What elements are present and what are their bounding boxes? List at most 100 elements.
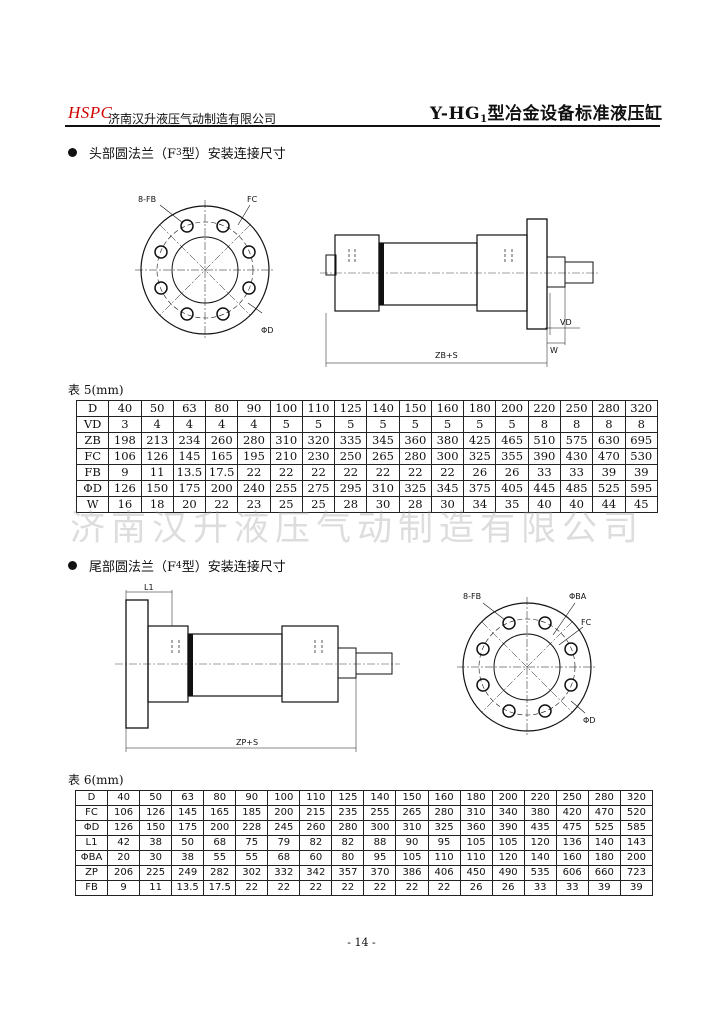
table-cell: 22 — [301, 464, 336, 481]
table-cell: 55 — [235, 850, 269, 866]
table-cell: 510 — [527, 432, 561, 449]
table-cell: 435 — [523, 820, 557, 836]
label-phi-d: ΦD — [583, 716, 595, 725]
table-cell: 140 — [366, 400, 400, 417]
table-cell: 80 — [331, 850, 365, 866]
table-cell: 325 — [427, 820, 461, 836]
table-cell: 8 — [592, 416, 626, 433]
table-cell: 95 — [363, 850, 397, 866]
table-cell: 88 — [363, 835, 397, 851]
table-cell: 260 — [299, 820, 333, 836]
table-cell: 26 — [491, 880, 525, 896]
table-cell: 63 — [171, 790, 205, 806]
label-zb-s: ZB+S — [435, 351, 458, 360]
table-cell: 255 — [363, 805, 397, 821]
table-cell: 150 — [139, 820, 173, 836]
table-cell: 380 — [430, 432, 465, 449]
table-cell: 4 — [237, 416, 271, 433]
table-cell: 390 — [527, 448, 561, 465]
table-cell: 126 — [140, 448, 174, 465]
table-cell: 22 — [237, 464, 271, 481]
table-cell: 80 — [205, 400, 239, 417]
table-cell: 11 — [140, 464, 174, 481]
table-cell: 220 — [523, 790, 557, 806]
table-cell: 320 — [619, 790, 654, 806]
table-cell: 445 — [527, 480, 561, 497]
table-cell: 39 — [587, 880, 621, 896]
table-cell: 39 — [624, 464, 659, 481]
table-cell: 300 — [430, 448, 465, 465]
table-cell: 16 — [108, 496, 142, 513]
company-name: 济南汉升液压气动制造有限公司 — [108, 112, 277, 126]
table-cell: 40 — [559, 496, 594, 513]
row-header-cell: ZP — [74, 865, 109, 881]
table-cell: 60 — [299, 850, 333, 866]
table-cell: 180 — [459, 790, 493, 806]
table-cell: 22 — [430, 464, 465, 481]
table-cell: 249 — [171, 865, 205, 881]
table-cell: 30 — [430, 496, 465, 513]
label-phi-ba: ΦBA — [569, 592, 587, 601]
table-cell: 45 — [624, 496, 659, 513]
table-cell: 213 — [140, 432, 174, 449]
title-subscript: 1 — [480, 114, 488, 125]
table-cell: 17.5 — [203, 880, 237, 896]
table-cell: 23 — [237, 496, 271, 513]
table-cell: 90 — [395, 835, 429, 851]
table-cell: 420 — [555, 805, 589, 821]
table-cell: 310 — [459, 805, 493, 821]
table-cell: 630 — [592, 432, 626, 449]
table-cell: 332 — [267, 865, 301, 881]
table-cell: 140 — [363, 790, 397, 806]
table-cell: 150 — [395, 790, 429, 806]
table-cell: 110 — [299, 790, 333, 806]
table-cell: 63 — [172, 400, 207, 417]
table-cell: 22 — [299, 880, 333, 896]
table-cell: 525 — [592, 480, 626, 497]
table-cell: 406 — [427, 865, 461, 881]
table-cell: 105 — [459, 835, 493, 851]
table-cell: 22 — [366, 464, 400, 481]
table-cell: 25 — [269, 496, 303, 513]
tail-flange-front-view: 8-FB ΦBA FC ΦD — [457, 592, 597, 737]
table-cell: 33 — [555, 880, 589, 896]
table-cell: 320 — [301, 432, 336, 449]
table-cell: 310 — [269, 432, 303, 449]
table-cell: 245 — [267, 820, 301, 836]
table-cell: 90 — [237, 400, 271, 417]
table-cell: 22 — [269, 464, 303, 481]
table-cell: 125 — [331, 790, 365, 806]
table-cell: 8 — [559, 416, 594, 433]
table-cell: 280 — [427, 805, 461, 821]
table-cell: 310 — [395, 820, 429, 836]
table-cell: 26 — [463, 464, 497, 481]
row-header-cell: D — [75, 400, 110, 417]
title-suffix: 型冶金设备标准液压缸 — [487, 104, 663, 124]
head-flange-side-view: ZB+S W VD — [320, 218, 600, 367]
table-cell: 386 — [395, 865, 429, 881]
header-rule — [65, 125, 660, 127]
bullet-icon — [68, 561, 77, 570]
table-cell: 335 — [334, 432, 368, 449]
table-cell: 325 — [398, 480, 432, 497]
table-cell: 22 — [334, 464, 368, 481]
table-cell: 470 — [587, 805, 621, 821]
table-cell: 485 — [559, 480, 594, 497]
table-cell: 35 — [495, 496, 529, 513]
section1-title-before: 头部圆法兰（F — [89, 147, 177, 162]
table-cell: 110 — [301, 400, 336, 417]
label-w: W — [550, 346, 558, 355]
table-cell: 342 — [299, 865, 333, 881]
table-cell: 22 — [398, 464, 432, 481]
table-cell: 355 — [495, 448, 529, 465]
table-cell: 370 — [363, 865, 397, 881]
row-header-cell: D — [74, 790, 109, 806]
table-cell: 660 — [587, 865, 621, 881]
table-cell: 55 — [203, 850, 237, 866]
table-cell: 165 — [203, 805, 237, 821]
table-cell: 160 — [430, 400, 465, 417]
